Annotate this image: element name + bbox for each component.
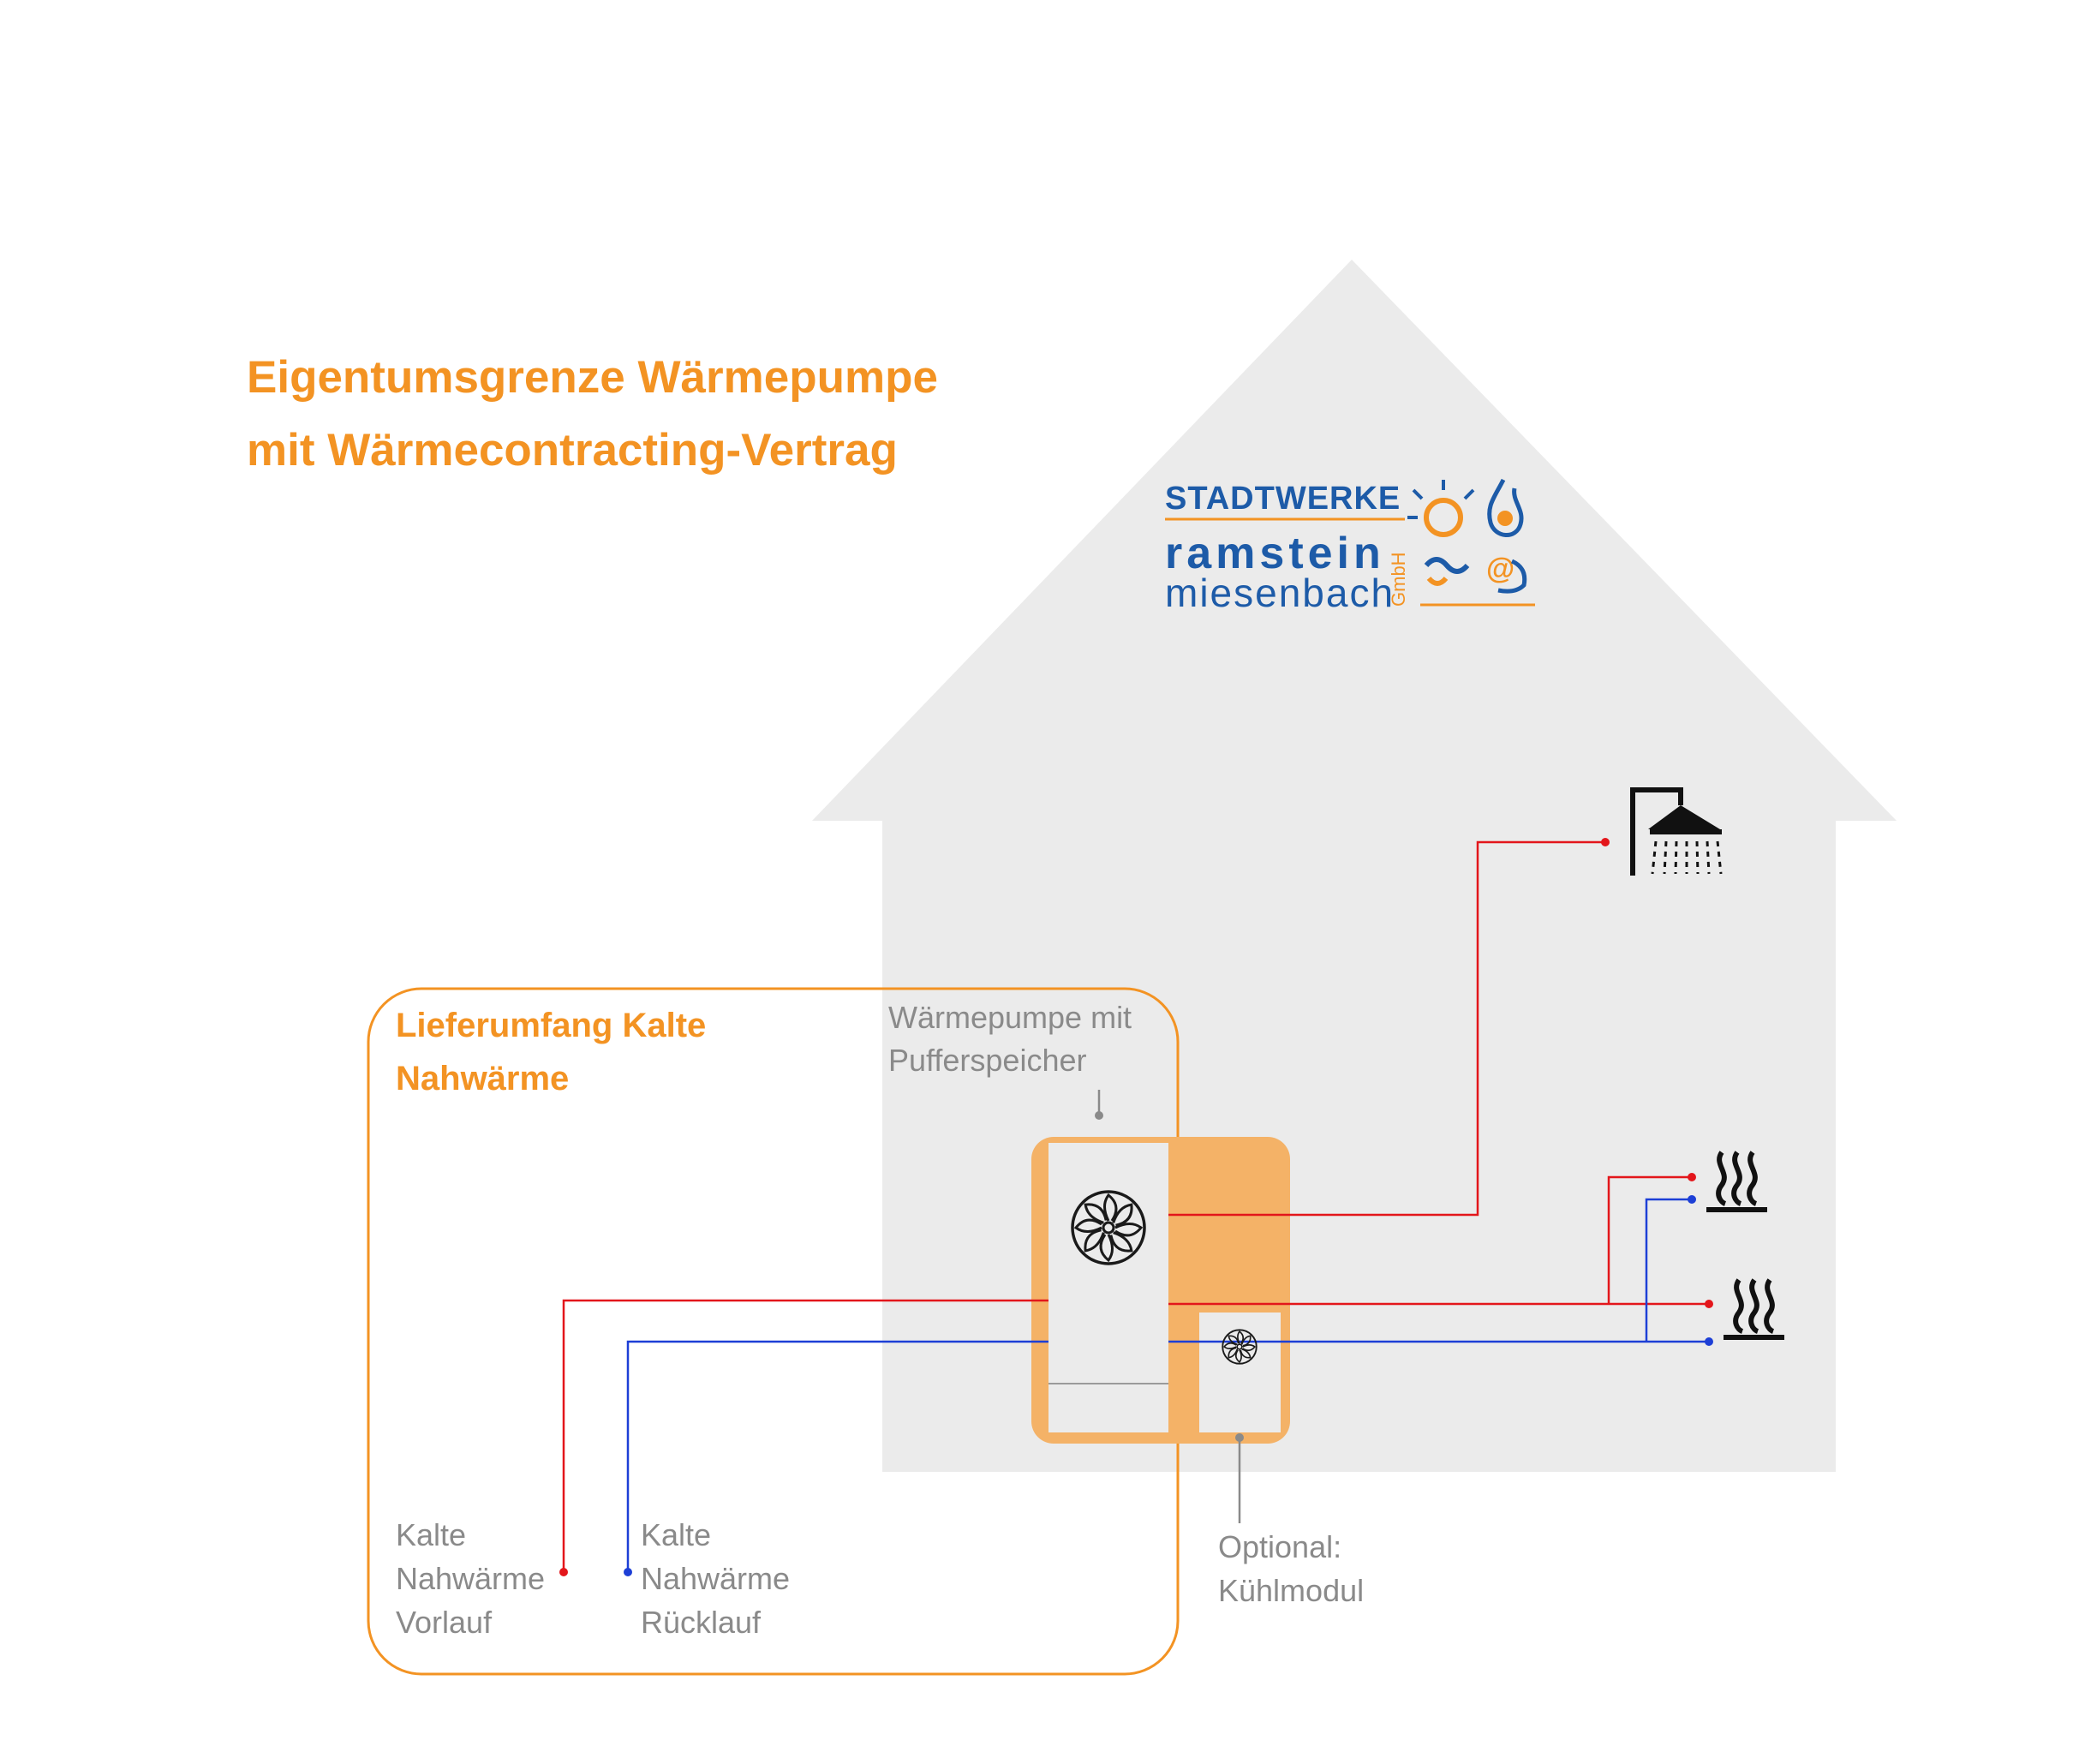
logo-text-miesenbach: miesenbach <box>1165 571 1395 615</box>
supply-start-dot <box>559 1568 568 1576</box>
return-line-cold-district <box>626 1340 1048 1572</box>
logo-text-stadtwerke: STADTWERKE <box>1165 481 1401 517</box>
house-shape <box>812 260 1897 1472</box>
fan-icon <box>1071 1190 1146 1265</box>
heat-pump-module <box>1048 1143 1168 1432</box>
logo-water-icon <box>1424 557 1470 586</box>
return-start-dot <box>624 1568 632 1576</box>
return-label-line3: Rücklauf <box>641 1605 762 1640</box>
supply-line-radiator-upper <box>1607 1175 1692 1304</box>
return-label-line1: Kalte <box>641 1517 711 1552</box>
delivery-scope-title-line2: Nahwärme <box>396 1060 569 1097</box>
logo-phone-icon: @ <box>1486 553 1527 594</box>
shower-connection-dot <box>1601 838 1610 846</box>
delivery-scope-title-line1: Lieferumfang Kalte <box>396 1007 706 1044</box>
radiator-lower-supply-dot <box>1705 1300 1713 1308</box>
return-pipes <box>626 1198 1709 1572</box>
supply-label-line1: Kalte <box>396 1517 466 1552</box>
shower-icon <box>1630 787 1723 876</box>
logo-sun-icon <box>1407 480 1475 537</box>
heating-icon <box>1706 1151 1767 1212</box>
cooling-leader-dot <box>1235 1433 1244 1442</box>
supply-line-shower <box>1168 840 1605 1217</box>
supply-label-line2: Nahwärme <box>396 1561 545 1596</box>
heating-icon <box>1724 1278 1784 1340</box>
diagram-title-line1: Eigentumsgrenze Wärmepumpe <box>247 352 938 403</box>
supply-pipes <box>562 840 1709 1572</box>
cooling-fan-icon <box>1222 1329 1258 1365</box>
radiator-upper-supply-dot <box>1688 1173 1696 1181</box>
heat-pump-label-line1: Wärmepumpe mit <box>888 1000 1132 1035</box>
cooling-label-line2: Kühlmodul <box>1218 1573 1364 1608</box>
heat-pump-label-line2: Pufferspeicher <box>888 1043 1086 1078</box>
cooling-label-line1: Optional: <box>1218 1529 1341 1564</box>
logo-flame-icon <box>1487 478 1524 537</box>
supply-label-line3: Vorlauf <box>396 1605 493 1640</box>
logo-text-gmbh: GmbH <box>1388 552 1409 607</box>
company-logo: STADTWERKE ramstein miesenbach GmbH @ <box>1165 478 1535 615</box>
logo-text-ramstein: ramstein <box>1165 529 1385 578</box>
return-line-radiator-upper <box>1645 1198 1692 1342</box>
svg-text:@: @ <box>1486 553 1514 585</box>
heat-pump-leader-dot <box>1095 1111 1103 1120</box>
supply-line-cold-district <box>562 1299 1048 1572</box>
radiator-lower-return-dot <box>1705 1337 1713 1346</box>
radiator-upper-return-dot <box>1688 1195 1696 1204</box>
diagram-title-line2: mit Wärmecontracting-Vertrag <box>247 425 898 475</box>
return-label-line2: Nahwärme <box>641 1561 790 1596</box>
